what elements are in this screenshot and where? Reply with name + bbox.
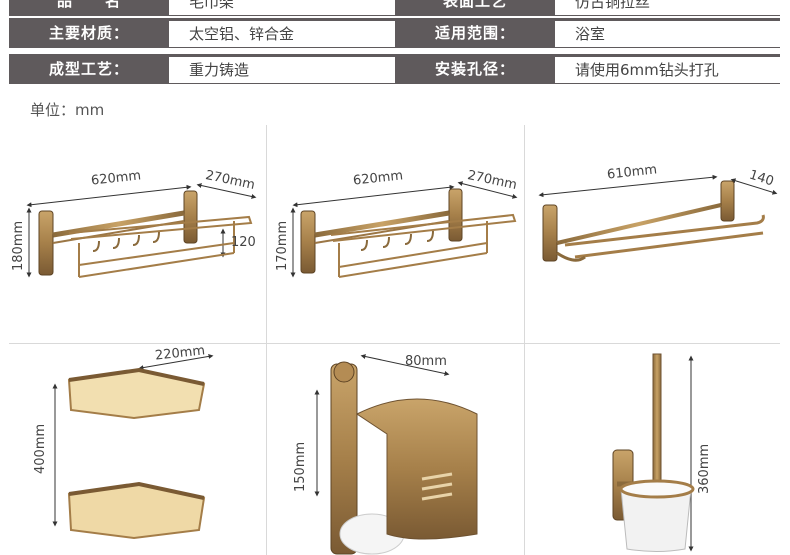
towel-rack-illustration — [290, 181, 518, 278]
spec-value: 浴室 — [555, 21, 780, 47]
product-towel-rack-1: 620mm 270mm 180mm 120 — [9, 125, 266, 343]
dimension-width: 80mm — [405, 354, 447, 369]
spec-value: 仿古铜拉丝 — [555, 0, 780, 15]
grid-divider — [524, 125, 525, 555]
product-toilet-brush: 360mm — [525, 344, 780, 555]
spec-value: 太空铝、锌合金 — [169, 21, 395, 47]
grid-divider — [266, 125, 267, 555]
product-towel-rack-2: 620mm 270mm 170mm — [267, 125, 524, 343]
product-corner-shelf: 220mm 400mm — [9, 344, 266, 555]
spec-label: 安装孔径： — [434, 60, 515, 78]
paper-holder-illustration — [314, 354, 478, 555]
toilet-brush-illustration — [612, 353, 695, 552]
unit-label: 单位：mm — [30, 101, 105, 119]
spec-label: 主要材质： — [48, 24, 129, 42]
spec-value: 请使用6mm钻头打孔 — [555, 57, 780, 83]
spec-value: 毛巾架 — [169, 0, 395, 15]
spec-row: 品 名 毛巾架 表面工艺 仿古铜拉丝 — [9, 0, 780, 16]
corner-shelf-illustration — [52, 353, 214, 540]
dimension-height: 180mm — [11, 220, 26, 271]
spec-value: 重力铸造 — [169, 57, 395, 83]
spec-row: 成型工艺： 重力铸造 安装孔径： 请使用6mm钻头打孔 — [9, 54, 780, 84]
towel-bar-illustration — [538, 174, 778, 262]
dimension-height: 170mm — [275, 220, 290, 271]
product-paper-holder: 80mm 150mm — [267, 344, 524, 555]
towel-rack-illustration — [26, 183, 257, 278]
spec-label: 适用范围： — [434, 24, 515, 42]
grid-divider — [9, 343, 780, 344]
spec-label: 表面工艺 — [442, 0, 507, 10]
dimension-gap: 120 — [231, 235, 256, 250]
dimension-height: 150mm — [293, 441, 308, 492]
spec-label: 成型工艺： — [48, 60, 129, 78]
dimension-height: 400mm — [33, 423, 48, 474]
dimension-height: 360mm — [697, 443, 712, 494]
spec-row: 主要材质： 太空铝、锌合金 适用范围： 浴室 — [9, 18, 780, 48]
spec-label: 品 名 — [56, 0, 121, 10]
product-towel-bar: 610mm 140 — [525, 125, 780, 343]
